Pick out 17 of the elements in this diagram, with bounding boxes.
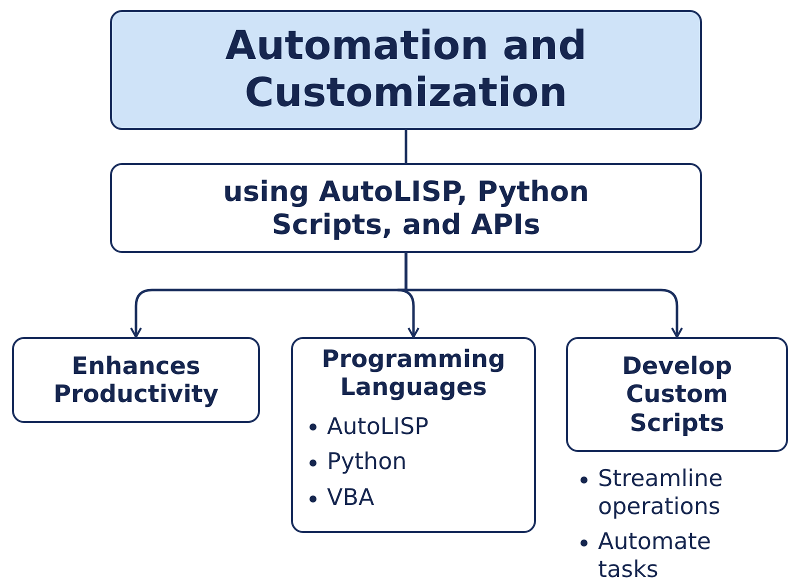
box-heading: Enhances Productivity: [52, 352, 220, 408]
title-box: [110, 10, 702, 130]
box-heading: Programming Languages: [320, 345, 506, 402]
box-heading: Develop Custom Scripts: [620, 352, 733, 437]
bullet-text: AutoLISP: [327, 412, 428, 442]
process-box: [291, 337, 536, 533]
box-heading: using AutoLISP, Python Scripts, and APIs: [222, 174, 590, 242]
bullet-text: Python: [327, 448, 407, 478]
box-heading: Automation and Customization: [224, 22, 588, 118]
process-box: [566, 337, 788, 452]
bullet-text: Streamline operations: [598, 466, 724, 522]
process-box: [12, 337, 260, 423]
connector-line: [404, 130, 408, 163]
process-box: [110, 163, 702, 253]
arrow: [404, 253, 683, 338]
bullet-text: VBA: [327, 484, 374, 513]
bullet-text: Automate tasks: [598, 529, 712, 584]
